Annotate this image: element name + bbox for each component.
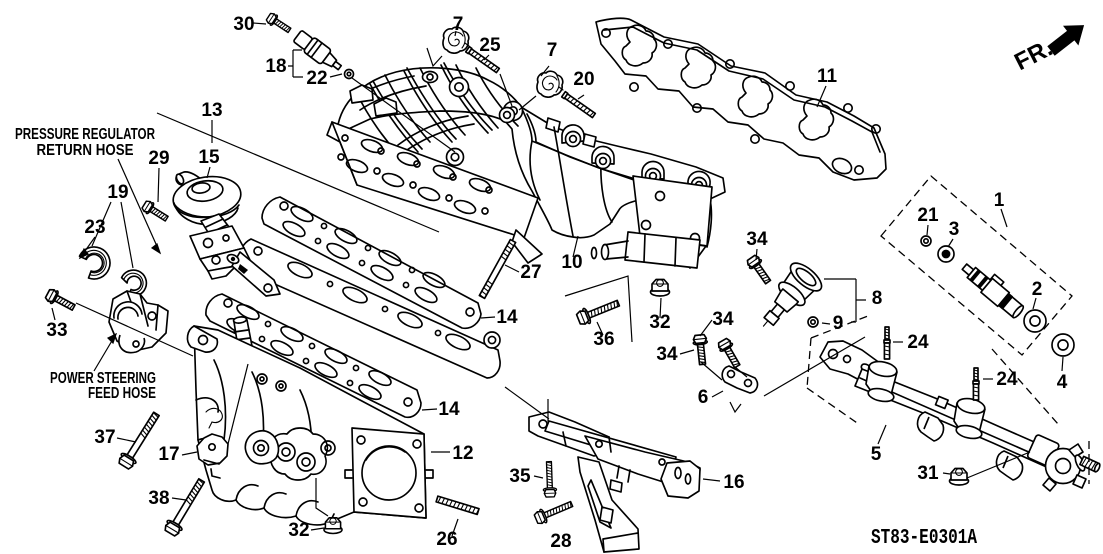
- svg-text:25: 25: [479, 35, 501, 56]
- svg-text:16: 16: [723, 472, 744, 493]
- svg-text:POWER STEERING: POWER STEERING: [50, 370, 156, 387]
- svg-text:13: 13: [201, 100, 222, 121]
- svg-text:10: 10: [561, 252, 582, 273]
- svg-text:33: 33: [46, 320, 67, 341]
- svg-text:34: 34: [746, 229, 768, 250]
- svg-text:3: 3: [949, 219, 960, 240]
- svg-text:24: 24: [907, 332, 929, 353]
- svg-text:ST83-E0301A: ST83-E0301A: [871, 527, 977, 550]
- svg-text:2: 2: [1032, 279, 1043, 300]
- svg-text:31: 31: [917, 463, 939, 484]
- svg-text:8: 8: [872, 288, 883, 309]
- svg-text:11: 11: [817, 66, 838, 87]
- svg-text:29: 29: [148, 148, 169, 169]
- svg-text:37: 37: [94, 427, 115, 448]
- svg-text:4: 4: [1057, 372, 1068, 393]
- svg-text:32: 32: [649, 312, 670, 333]
- svg-text:38: 38: [148, 488, 169, 509]
- svg-text:21: 21: [917, 205, 939, 226]
- svg-text:6: 6: [698, 387, 709, 408]
- svg-text:19: 19: [107, 182, 128, 203]
- svg-text:24: 24: [996, 369, 1018, 390]
- svg-text:18: 18: [265, 56, 286, 77]
- svg-text:7: 7: [547, 40, 558, 61]
- svg-text:9: 9: [833, 313, 844, 334]
- svg-text:26: 26: [436, 529, 457, 550]
- svg-text:14: 14: [438, 399, 460, 420]
- svg-text:15: 15: [198, 147, 220, 168]
- svg-text:FR.: FR.: [1010, 35, 1057, 77]
- svg-text:17: 17: [158, 444, 179, 465]
- svg-text:34: 34: [656, 344, 678, 365]
- svg-text:20: 20: [573, 69, 594, 90]
- svg-text:36: 36: [593, 329, 614, 350]
- svg-text:7: 7: [453, 14, 464, 35]
- svg-text:34: 34: [712, 309, 734, 330]
- svg-text:28: 28: [550, 531, 571, 552]
- svg-text:14: 14: [496, 307, 518, 328]
- svg-text:32: 32: [288, 520, 309, 541]
- svg-text:RETURN HOSE: RETURN HOSE: [37, 142, 134, 159]
- svg-text:1: 1: [994, 190, 1005, 211]
- svg-text:30: 30: [233, 14, 254, 35]
- svg-text:PRESSURE REGULATOR: PRESSURE REGULATOR: [15, 126, 155, 143]
- svg-text:12: 12: [452, 443, 473, 464]
- svg-text:27: 27: [520, 262, 541, 283]
- svg-text:23: 23: [84, 217, 105, 238]
- svg-text:22: 22: [306, 68, 327, 89]
- svg-text:FEED HOSE: FEED HOSE: [88, 385, 156, 402]
- svg-text:35: 35: [509, 466, 531, 487]
- svg-text:5: 5: [871, 444, 882, 465]
